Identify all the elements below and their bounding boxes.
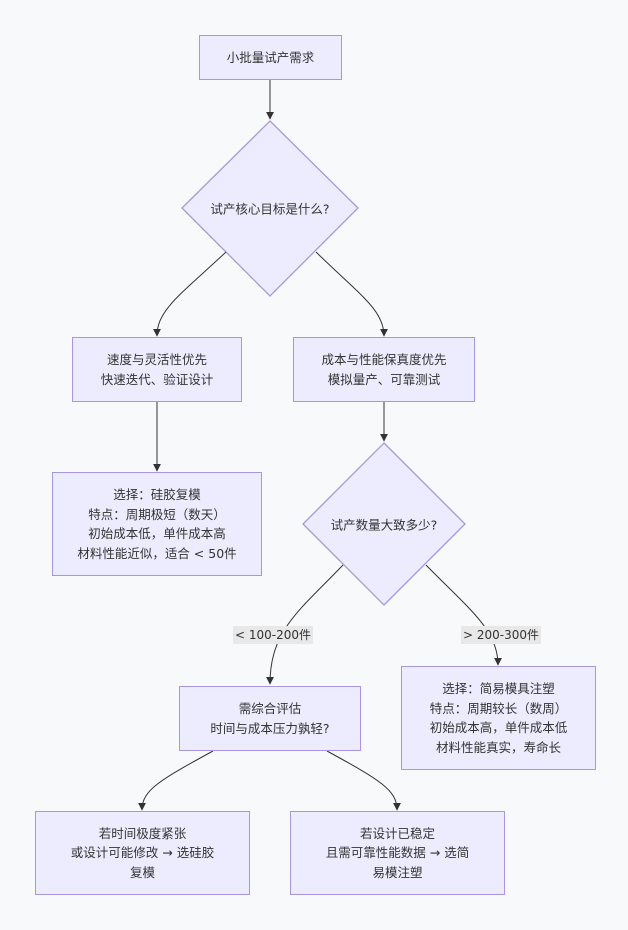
node-molding-line-1: 选择：简易模具注塑 bbox=[442, 681, 555, 696]
node-evaluate: 需综合评估 时间与成本压力孰轻? bbox=[179, 686, 361, 751]
node-start: 小批量试产需求 bbox=[199, 35, 342, 80]
node-silicone-line-2: 特点：周期极短（数天） bbox=[88, 506, 226, 522]
node-molding-line-2: 特点：周期较长（数周） bbox=[429, 700, 568, 716]
node-tight: 若时间极度紧张 或设计可能修改 → 选硅胶 复模 bbox=[35, 811, 250, 895]
node-silicone-line-4: 材料性能近似，适合 < 50件 bbox=[77, 545, 237, 561]
node-silicone: 选择：硅胶复模 特点：周期极短（数天） 初始成本低，单件成本高 材料性能近似，适… bbox=[52, 472, 262, 576]
node-speed-line-1: 速度与灵活性优先 bbox=[106, 352, 207, 367]
edge-quantity-to-molding bbox=[425, 564, 502, 666]
node-molding-line-3: 初始成本高，单件成本低 bbox=[429, 720, 568, 735]
edge-goal-to-speed bbox=[153, 251, 227, 337]
node-stable-line-3: 易模注塑 bbox=[372, 864, 423, 880]
node-tight-line-1: 若时间极度紧张 bbox=[98, 825, 187, 841]
node-speed: 速度与灵活性优先 快速迭代、验证设计 bbox=[72, 337, 242, 402]
decision-quantity-text: 试产数量大致多少? bbox=[330, 517, 438, 533]
edge-quantity-to-evaluate bbox=[266, 564, 344, 685]
decision-goal-text: 试产核心目标是什么? bbox=[210, 201, 330, 217]
node-cost-line-2: 模拟量产、可靠测试 bbox=[327, 371, 441, 387]
node-stable-line-2: 且需可靠性能数据 → 选简 bbox=[325, 845, 470, 861]
node-cost: 成本与性能保真度优先 模拟量产、可靠测试 bbox=[293, 337, 475, 402]
node-stable-line-1: 若设计已稳定 bbox=[359, 825, 435, 841]
node-molding: 选择：简易模具注塑 特点：周期较长（数周） 初始成本高，单件成本低 材料性能真实… bbox=[401, 666, 596, 770]
node-speed-line-2: 快速迭代、验证设计 bbox=[100, 371, 214, 387]
edge-evaluate-to-stable bbox=[326, 750, 401, 811]
node-silicone-line-1: 选择：硅胶复模 bbox=[113, 487, 201, 502]
edge-label-gt: > 200-300件 bbox=[461, 626, 542, 644]
node-evaluate-line-2: 时间与成本压力孰轻? bbox=[210, 720, 330, 736]
edge-evaluate-to-tight bbox=[138, 750, 214, 811]
node-start-text: 小批量试产需求 bbox=[226, 49, 315, 65]
node-cost-line-1: 成本与性能保真度优先 bbox=[321, 352, 447, 367]
node-tight-line-2: 或设计可能修改 → 选硅胶 bbox=[70, 845, 215, 861]
node-stable: 若设计已稳定 且需可靠性能数据 → 选简 易模注塑 bbox=[290, 811, 505, 895]
edge-goal-to-cost bbox=[315, 251, 388, 337]
decision-diamond-goal bbox=[181, 120, 359, 297]
node-tight-line-3: 复模 bbox=[129, 864, 155, 880]
edge-label-lt: < 100-200件 bbox=[233, 626, 314, 644]
decision-diamond-quantity bbox=[302, 442, 466, 606]
node-evaluate-line-1: 需综合评估 bbox=[238, 701, 302, 716]
node-silicone-line-3: 初始成本低，单件成本高 bbox=[88, 526, 226, 541]
node-molding-line-4: 材料性能真实，寿命长 bbox=[435, 739, 561, 755]
